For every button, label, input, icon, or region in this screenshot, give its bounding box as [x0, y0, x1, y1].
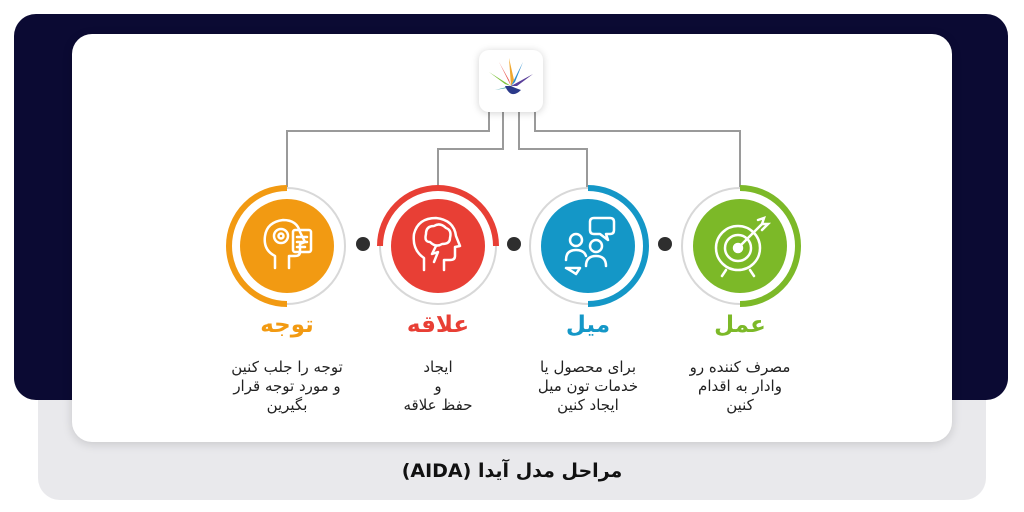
desc-line: ایجاد	[423, 358, 453, 376]
target-arrow-icon	[714, 216, 772, 278]
brain-head-icon	[412, 216, 462, 272]
desc-line: و	[434, 377, 442, 395]
stage-title-attention: توجه	[260, 312, 314, 338]
stage-attention	[225, 184, 349, 308]
desc-line: برای محصول یا	[539, 358, 636, 376]
desc-line: ایجاد کنین	[557, 396, 619, 414]
logo	[479, 50, 543, 112]
colorful-feather-bird-logo-icon	[489, 58, 533, 95]
stage-title-desire: میل	[565, 312, 611, 338]
separator-dot	[507, 237, 521, 251]
stage-title-interest: علاقه	[406, 312, 470, 338]
stage-desire	[526, 184, 650, 308]
stage-action	[678, 184, 802, 308]
stage-desc-desire: برای محصول یا خدمات تون میل ایجاد کنین	[513, 358, 663, 415]
desc-line: مصرف کننده رو	[689, 358, 791, 376]
diagram-title: مراحل مدل آیدا (AIDA)	[401, 460, 623, 482]
stage-desc-attention: توجه را جلب کنین و مورد توجه قرار بگیرین	[212, 358, 362, 415]
desc-line: توجه را جلب کنین	[231, 358, 343, 376]
desc-line: وادار به اقدام	[698, 377, 782, 395]
separator-dot	[658, 237, 672, 251]
desc-line: حفظ علاقه	[403, 396, 473, 414]
head-gears-icon	[263, 218, 313, 270]
stage-interest	[376, 184, 500, 308]
stage-desc-action: مصرف کننده رو وادار به اقدام کنین	[665, 358, 815, 415]
people-chat-icon	[564, 216, 616, 276]
stage-title-action: عمل	[714, 312, 766, 338]
desc-line: کنین	[726, 396, 754, 414]
stage-desc-interest: ایجاد و حفظ علاقه	[363, 358, 513, 415]
separator-dot	[356, 237, 370, 251]
desc-line: و مورد توجه قرار	[233, 377, 341, 395]
desc-line: خدمات تون میل	[537, 377, 639, 395]
desc-line: بگیرین	[266, 396, 308, 414]
